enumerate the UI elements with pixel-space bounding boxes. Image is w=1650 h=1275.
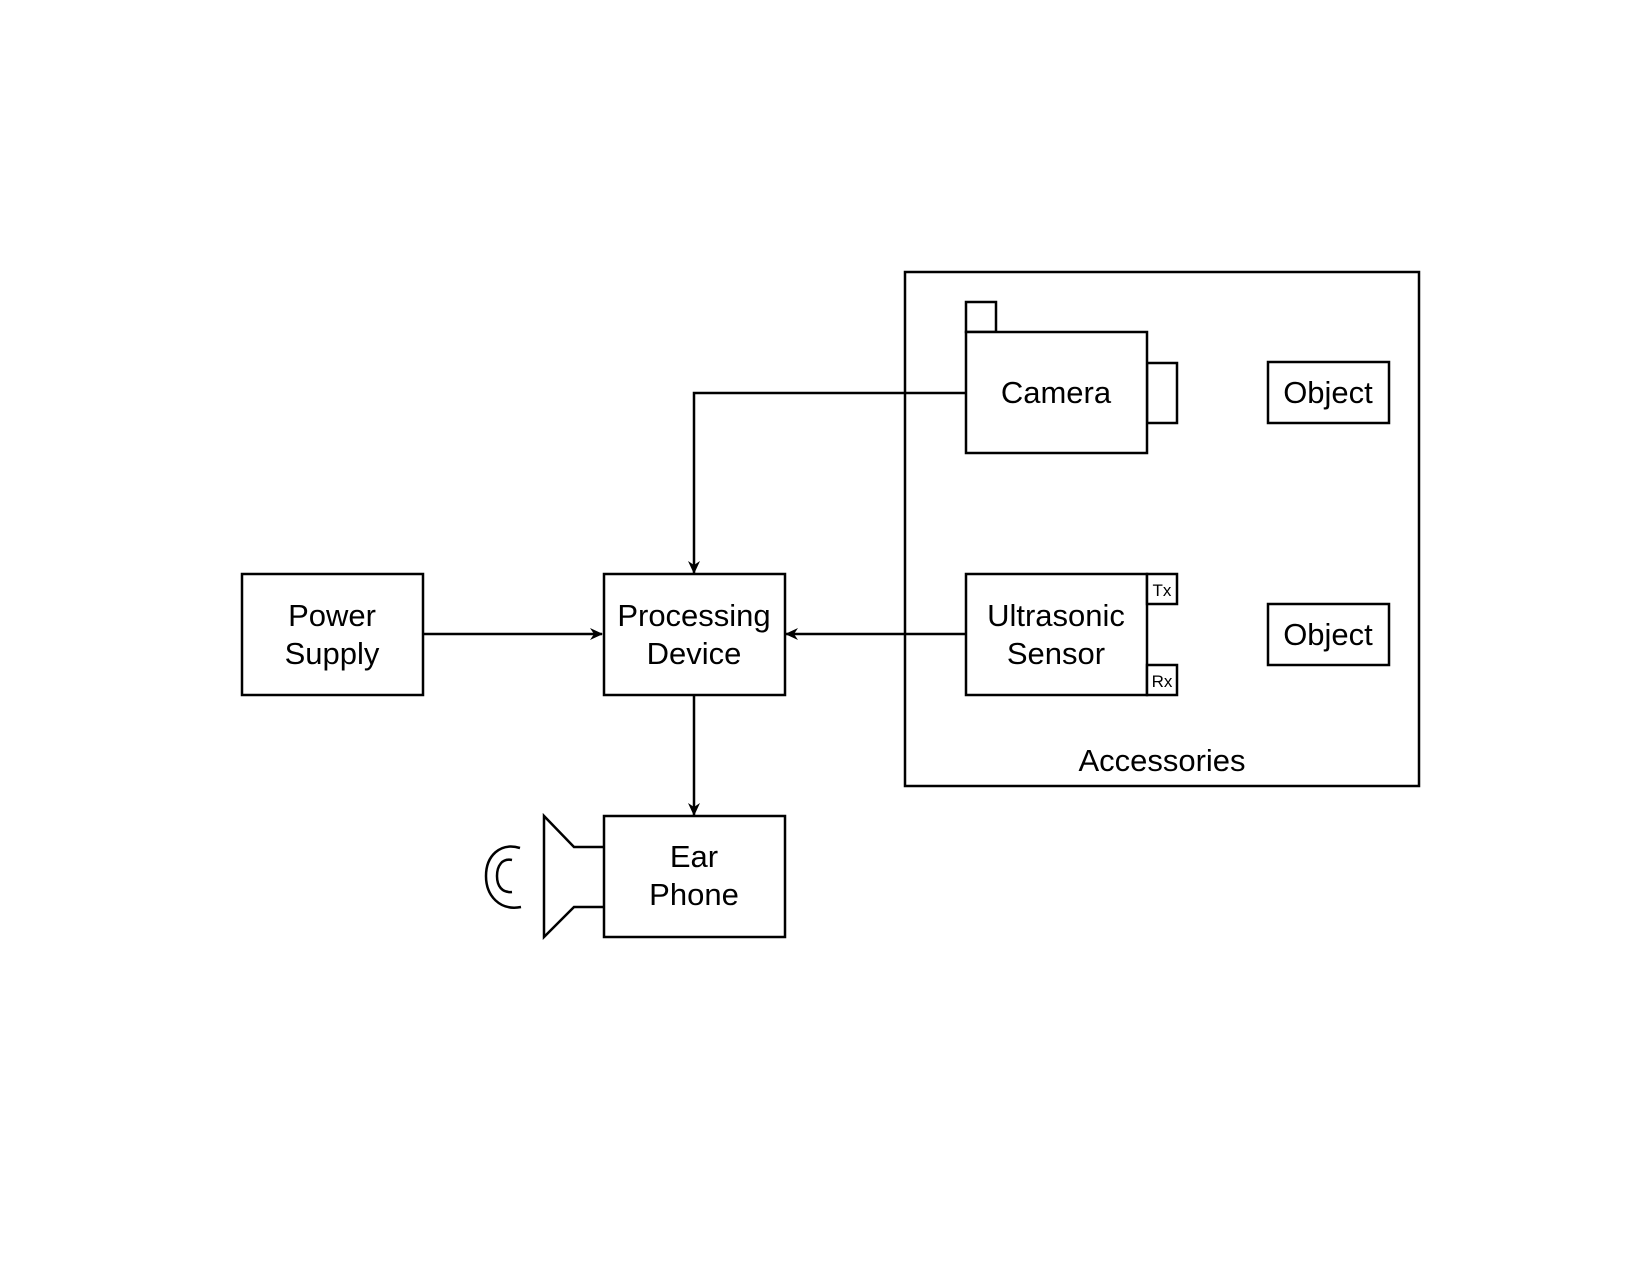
camera-block: Camera (964, 300, 1179, 455)
rx-label: Rx (1152, 672, 1173, 691)
object-top-block: Object (1266, 360, 1391, 425)
camera-label: Camera (1001, 375, 1112, 410)
rx-box (1145, 663, 1179, 697)
accessories-label: Accessories (1078, 743, 1245, 778)
ear-phone-label-line1: Ear (670, 839, 718, 874)
sound-wave-inner-icon (495, 858, 513, 894)
processing-device-label-line2: Device (647, 636, 742, 671)
camera-viewfinder-icon (964, 300, 998, 334)
camera-lens-icon (1145, 361, 1179, 425)
arrow-camera-to-processing (688, 391, 966, 574)
ultrasonic-sensor-box (964, 572, 1149, 697)
speaker-icon (542, 812, 604, 941)
object-bottom-box (1266, 602, 1391, 667)
processing-device-box (602, 572, 787, 697)
object-bottom-block: Object (1266, 602, 1391, 667)
ear-phone-label-line2: Phone (649, 877, 739, 912)
power-supply-box (240, 572, 425, 697)
object-top-box (1266, 360, 1391, 425)
tx-box (1145, 572, 1179, 606)
ultrasonic-sensor-block: Ultrasonic Sensor Tx Rx (964, 572, 1179, 697)
ear-phone-block: Ear Phone (484, 812, 787, 941)
ear-phone-box (602, 814, 787, 939)
ultrasonic-sensor-label-line2: Sensor (1007, 636, 1105, 671)
power-supply-label-line1: Power (288, 598, 376, 633)
processing-device-block: Processing Device (602, 572, 787, 697)
connectors (423, 391, 966, 816)
power-supply-label-line2: Supply (285, 636, 380, 671)
tx-label: Tx (1153, 581, 1172, 600)
object-bottom-label: Object (1283, 617, 1373, 652)
processing-device-label-line1: Processing (617, 598, 770, 633)
power-supply-block: Power Supply (240, 572, 425, 697)
object-top-label: Object (1283, 375, 1373, 410)
ultrasonic-sensor-label-line1: Ultrasonic (987, 598, 1125, 633)
camera-box (964, 330, 1149, 455)
sound-wave-icon (484, 845, 522, 909)
